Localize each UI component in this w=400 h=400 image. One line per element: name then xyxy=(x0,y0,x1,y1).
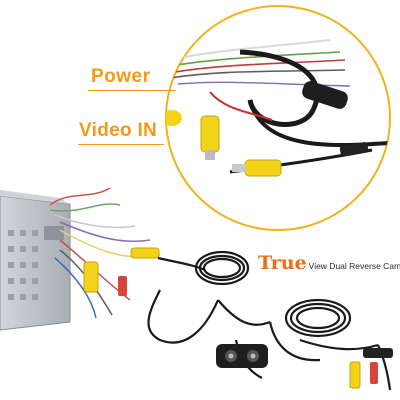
zoom-detail xyxy=(165,5,391,231)
tagline-text: View Dual Reverse Cameras xyxy=(308,261,400,271)
rca-plugs xyxy=(83,247,160,296)
video-in-label: Video IN xyxy=(79,120,158,141)
connector-pigtails xyxy=(349,348,393,389)
power-leader-line xyxy=(88,90,176,91)
power-label: Power xyxy=(91,66,151,87)
head-unit-chassis xyxy=(0,190,71,331)
video-leader-line xyxy=(78,144,164,145)
camera-cables xyxy=(147,250,392,391)
reverse-camera xyxy=(216,344,268,368)
tagline-highlight: True xyxy=(258,252,307,274)
